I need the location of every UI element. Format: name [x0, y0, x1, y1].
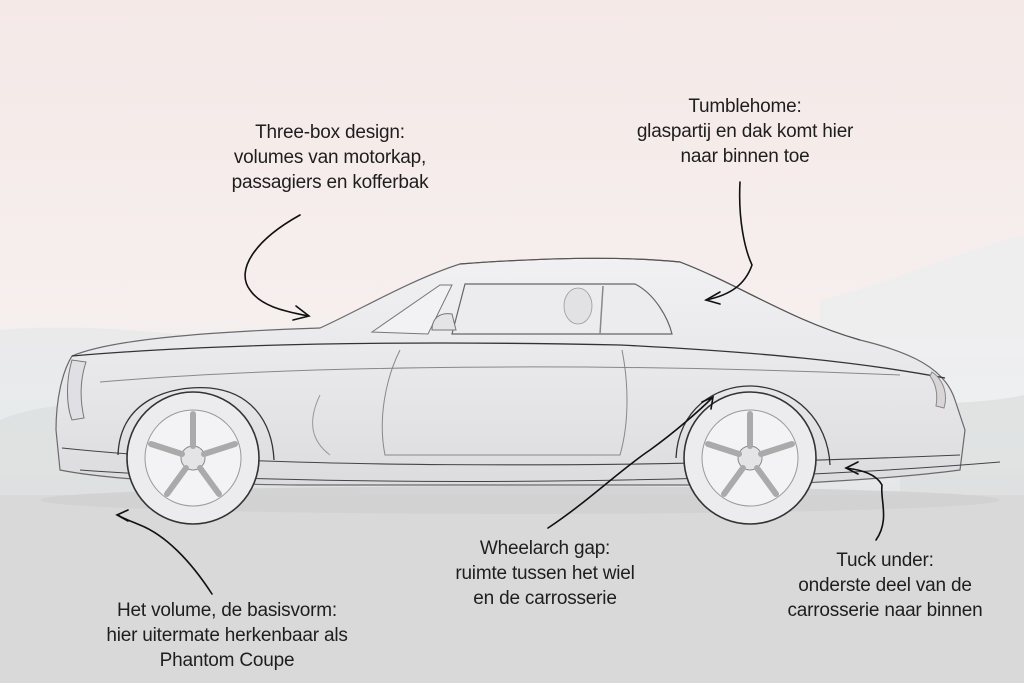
annotation-line: hier uitermate herkenbaar als: [106, 625, 348, 646]
annotation-title: Three-box design:: [255, 122, 405, 143]
arrowhead-volume: [115, 509, 129, 522]
annotation-title: Het volume, de basisvorm:: [117, 600, 337, 621]
front-fender-crease: [312, 394, 331, 456]
window-pillar: [599, 285, 604, 335]
roof-line: [459, 257, 861, 341]
shoulder-line: [71, 342, 946, 379]
arrow-tumblehome: [705, 181, 753, 301]
rear-wheel: [683, 391, 817, 525]
annotation-line: onderste deel van de: [798, 575, 972, 596]
side-mirror: [431, 313, 457, 331]
arrowhead-tumblehome: [703, 291, 721, 305]
front-wheelarch: [117, 386, 275, 461]
arrowhead-wheelarch: [701, 395, 715, 410]
arrowhead-tuck-under: [844, 461, 859, 475]
annotation-arrows: [115, 181, 885, 595]
annotation-line: passagiers en kofferbak: [231, 172, 429, 193]
annotation-line: glaspartij en dak komt hier: [636, 121, 854, 142]
door-outline: [381, 349, 628, 456]
annotation-tumblehome: Tumblehome: glaspartij en dak komt hier …: [610, 94, 880, 169]
arrowhead-three-box: [292, 305, 311, 321]
arrow-tuck-under: [845, 467, 885, 541]
annotation-line: carrosserie naar binnen: [787, 600, 983, 621]
annotation-title: Tumblehome:: [688, 96, 802, 117]
grille: [67, 359, 87, 421]
annotation-line: naar binnen toe: [680, 146, 810, 167]
annotation-title: Tuck under:: [836, 550, 934, 571]
arrow-three-box: [244, 214, 309, 317]
annotation-volume: Het volume, de basisvorm: hier uitermate…: [62, 598, 392, 673]
annotation-line: Phantom Coupe: [159, 650, 295, 671]
annotation-title: Wheelarch gap:: [479, 538, 611, 559]
annotation-line: en de carrosserie: [473, 588, 617, 609]
tail-light: [929, 371, 946, 409]
side-window: [451, 283, 673, 335]
annotation-line: volumes van motorkap,: [233, 147, 427, 168]
annotation-three-box-design: Three-box design: volumes van motorkap, …: [205, 120, 455, 195]
belt-line: [99, 366, 901, 383]
front-wheel: [126, 391, 260, 525]
annotation-wheelarch-gap: Wheelarch gap: ruimte tussen het wiel en…: [420, 536, 670, 611]
annotation-tuck-under: Tuck under: onderste deel van de carross…: [760, 548, 1010, 623]
seat: [563, 287, 593, 325]
annotation-line: ruimte tussen het wiel: [455, 563, 635, 584]
arrow-wheelarch: [547, 397, 713, 529]
front-window: [370, 284, 453, 335]
ground: [0, 495, 1024, 683]
